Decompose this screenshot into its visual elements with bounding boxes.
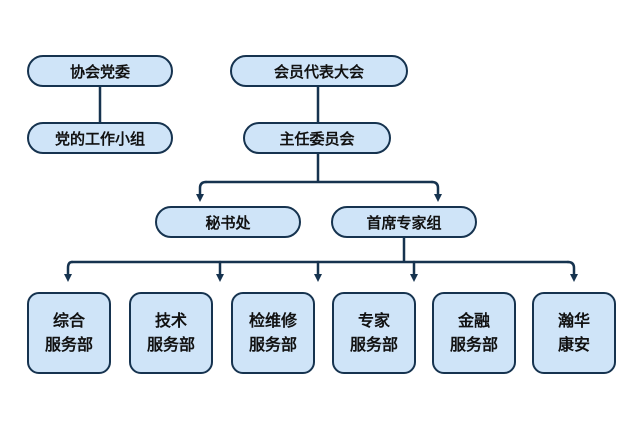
dept-comprehensive-line1: 综合 xyxy=(52,311,85,330)
arrow-to-expert-group xyxy=(430,180,442,202)
node-dept-comprehensive: 综合 服务部 xyxy=(27,292,111,374)
node-party-committee: 协会党委 xyxy=(27,55,173,87)
dept-hanhua-line2: 康安 xyxy=(557,335,590,354)
dept-hanhua-line1: 瀚华 xyxy=(557,311,590,330)
dept-expert-line1: 专家 xyxy=(357,311,390,330)
dept-finance-line1: 金融 xyxy=(457,311,490,330)
node-secretariat: 秘书处 xyxy=(155,206,301,238)
dept-finance-line2: 服务部 xyxy=(449,335,498,354)
node-dept-finance: 金融 服务部 xyxy=(432,292,516,374)
dept-expert-line2: 服务部 xyxy=(349,335,398,354)
dept-maintenance-line2: 服务部 xyxy=(248,335,297,354)
node-dept-maintenance: 检维修 服务部 xyxy=(231,292,315,374)
dept-technical-line1: 技术 xyxy=(154,311,187,330)
node-director-committee: 主任委员会 xyxy=(243,122,391,154)
node-member-congress: 会员代表大会 xyxy=(230,55,408,87)
arrow-to-secretariat xyxy=(196,180,208,202)
node-dept-expert: 专家 服务部 xyxy=(332,292,416,374)
connector-director-split xyxy=(204,152,434,184)
dept-maintenance-line1: 检维修 xyxy=(248,311,297,330)
dept-technical-line2: 服务部 xyxy=(146,335,195,354)
arrow-to-dept-hanhua xyxy=(566,260,578,282)
node-dept-technical: 技术 服务部 xyxy=(129,292,213,374)
node-party-group: 党的工作小组 xyxy=(27,122,173,154)
arrow-to-dept-comprehensive xyxy=(64,260,74,282)
node-expert-group: 首席专家组 xyxy=(331,206,477,238)
node-dept-hanhua: 瀚华 康安 xyxy=(532,292,616,374)
connector-dept-bus xyxy=(70,236,570,264)
dept-comprehensive-line2: 服务部 xyxy=(44,335,93,354)
